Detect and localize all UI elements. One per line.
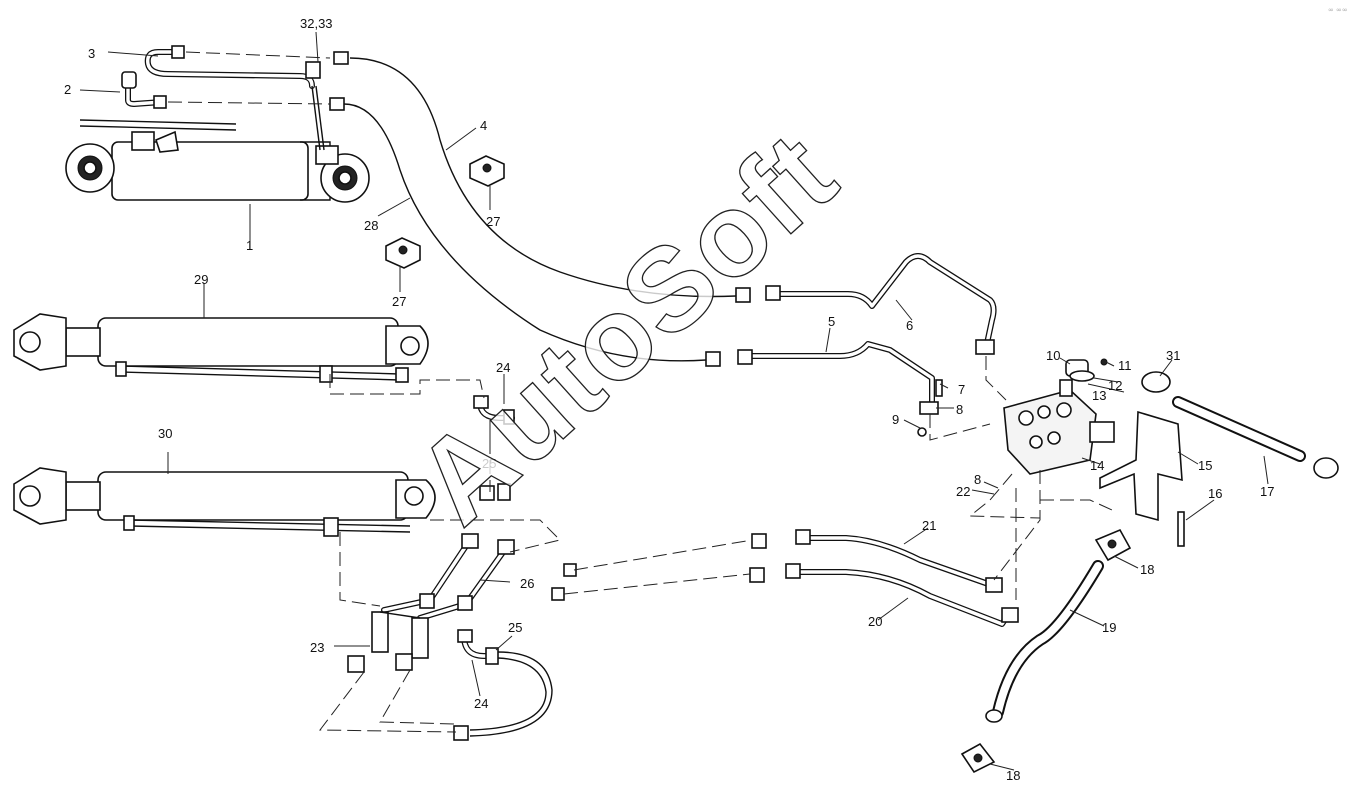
hose-clamp-31 — [1141, 371, 1171, 393]
callout-30: 30 — [158, 426, 172, 441]
pipe-assembly-26 — [381, 533, 515, 621]
callout-9: 9 — [892, 412, 899, 427]
pin-16 — [1177, 511, 1185, 547]
corner-mark: ∞ ∞∞ — [1328, 6, 1348, 14]
elbow-fitting-24-25-lower — [453, 629, 553, 741]
callout-25-lower: 25 — [508, 620, 522, 635]
callout-leaders — [79, 31, 1269, 771]
callout-27-lower: 27 — [392, 294, 406, 309]
watermark: AutoSoft — [391, 107, 861, 549]
callout-28: 28 — [364, 218, 378, 233]
callout-12: 12 — [1108, 378, 1122, 393]
callout-8-upper: 8 — [956, 402, 963, 417]
callout-8-lower: 8 — [974, 472, 981, 487]
clamp-27-lower — [385, 237, 421, 269]
callout-5: 5 — [828, 314, 835, 329]
manifold-block-23 — [347, 611, 429, 673]
flange-18-upper — [1094, 528, 1132, 562]
callout-19: 19 — [1102, 620, 1116, 635]
callout-20: 20 — [868, 614, 882, 629]
callout-2: 2 — [64, 82, 71, 97]
callout-18-upper: 18 — [1140, 562, 1154, 577]
callout-21: 21 — [922, 518, 936, 533]
callout-7: 7 — [958, 382, 965, 397]
callout-25-upper: 25 — [482, 456, 496, 471]
assembly-dashed-lines — [167, 51, 1113, 733]
rigid-pipe-5-6 — [705, 253, 997, 437]
pressure-hose-19 — [985, 560, 1104, 723]
hydraulic-cylinder-1 — [65, 119, 370, 203]
hydraulic-cylinder-30 — [13, 467, 436, 537]
callout-31: 31 — [1166, 348, 1180, 363]
callout-4: 4 — [480, 118, 487, 133]
callout-26: 26 — [520, 576, 534, 591]
callout-29: 29 — [194, 272, 208, 287]
flange-18-lower — [960, 742, 996, 774]
callout-18-lower: 18 — [1006, 768, 1020, 783]
callout-labels: 3 2 32,33 4 27 1 28 27 29 30 24 25 26 23… — [64, 16, 1274, 783]
callout-10: 10 — [1046, 348, 1060, 363]
pipe-assembly-top — [121, 45, 349, 151]
callout-3: 3 — [88, 46, 95, 61]
callout-16: 16 — [1208, 486, 1222, 501]
callout-17: 17 — [1260, 484, 1274, 499]
callout-32-33: 32,33 — [300, 16, 333, 31]
callout-27-upper: 27 — [486, 214, 500, 229]
clamp-27-upper — [469, 155, 505, 187]
callout-23: 23 — [310, 640, 324, 655]
long-pipe-4 — [343, 57, 737, 362]
callout-22: 22 — [956, 484, 970, 499]
callout-24-upper: 24 — [496, 360, 510, 375]
callout-24-lower: 24 — [474, 696, 488, 711]
callout-6: 6 — [906, 318, 913, 333]
callout-13: 13 — [1092, 388, 1106, 403]
suction-hose-17 — [1172, 396, 1339, 479]
callout-15: 15 — [1198, 458, 1212, 473]
hydraulic-cylinder-29 — [13, 313, 429, 383]
callout-11: 11 — [1118, 358, 1132, 373]
bracket-15 — [1099, 410, 1183, 522]
pipe-20-21 — [551, 529, 1019, 627]
callout-1: 1 — [246, 238, 253, 253]
control-valve-14 — [1003, 358, 1115, 475]
callout-14: 14 — [1090, 458, 1104, 473]
